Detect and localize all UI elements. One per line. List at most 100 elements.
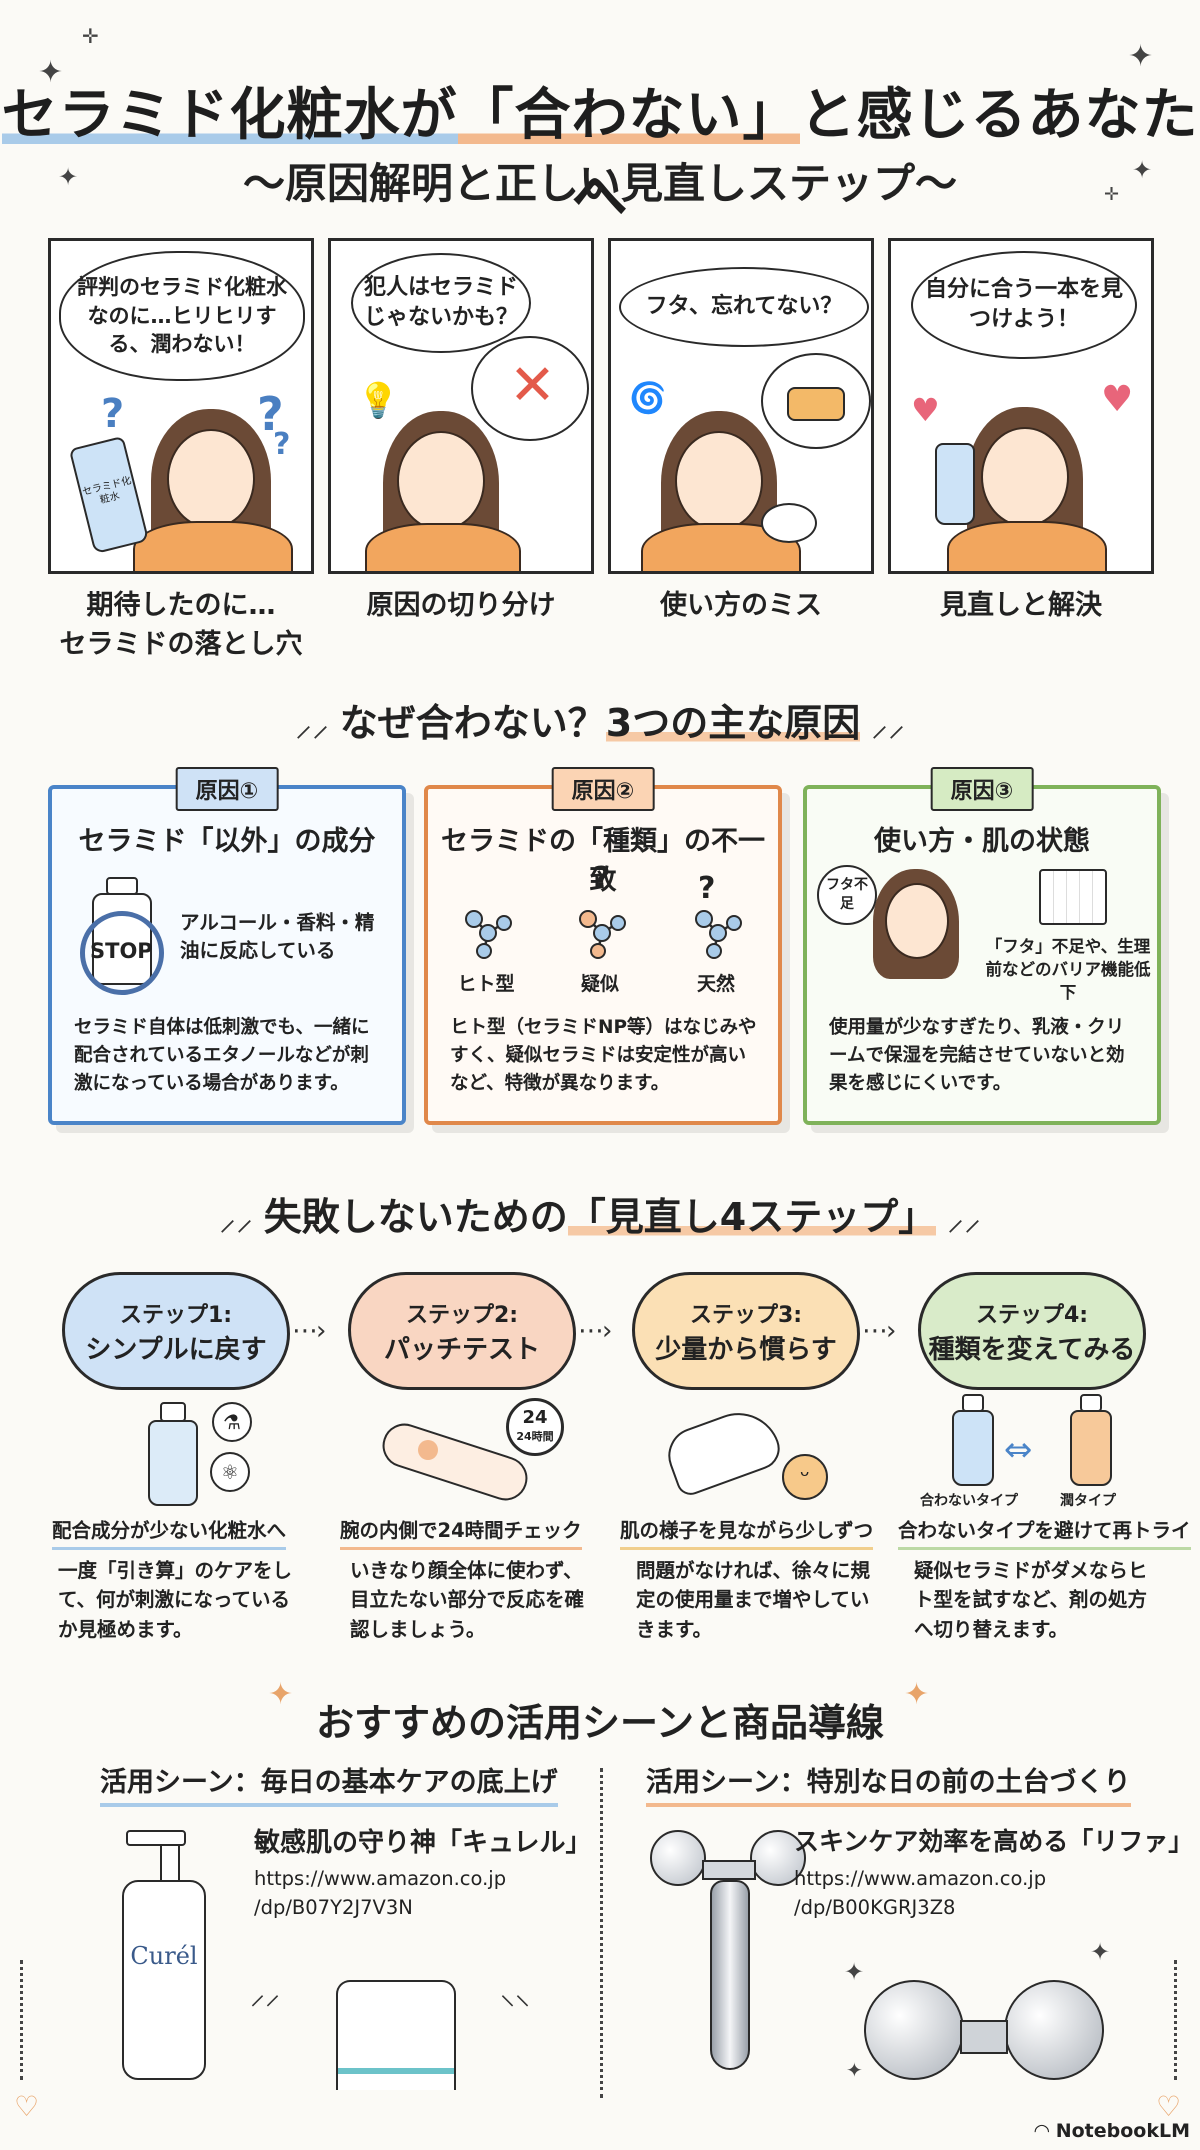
product-url-line[interactable]: https://www.amazon.co.jp (254, 1867, 507, 1890)
girl-body (947, 521, 1107, 571)
page-subtitle: 〜原因解明と正しい見直しステップ〜 (242, 159, 957, 208)
radiating-lines-icon: ⸝⸝ (250, 1977, 280, 2012)
sparkle-icon: ✛ (1104, 184, 1120, 205)
sparkle-icon: ✦ (904, 1677, 930, 1712)
step-cloud-2: ステップ2: パッチテスト (348, 1272, 576, 1390)
molecule-icon (579, 910, 626, 959)
steps-heading-highlight: 「見直し4ステップ」 (567, 1195, 937, 1239)
speech-bubble: 評判のセラミド化粧水なのに…ヒリヒリする、潤わない！ (59, 251, 305, 381)
radiating-lines-icon: ⸜⸜ (500, 1977, 530, 2012)
panel-caption-3: 使い方のミス (608, 586, 874, 625)
clock-24h-icon: 24 24時間 (506, 1398, 564, 1456)
molecule-icon (695, 910, 742, 959)
patch-spot (418, 1440, 438, 1460)
steps-heading-prefix: 失敗しないための (263, 1195, 568, 1239)
sparkle-icon: ✦ (846, 2058, 863, 2082)
cause-card-3: 原因③ 使い方・肌の状態 フタ不足 「フタ」不足や、生理前などのバリア機能低下 … (803, 767, 1161, 1125)
step-label: ステップ3: (689, 1302, 803, 1328)
ceramide-type-label: ヒト型 (457, 973, 515, 995)
dotted-arrow-icon: ⋯› (862, 1316, 896, 1346)
step-heading: 肌の様子を見ながら少しずつ (620, 1514, 874, 1550)
sparkle-icon: ✦ (38, 55, 64, 90)
small-speech-bubble: フタ不足 (817, 865, 877, 925)
double-arrow-icon: ⇔ (1004, 1430, 1033, 1470)
speech-bubble: 犯人はセラミドじゃないかも？ (351, 253, 531, 353)
brand-text: NotebookLM (1055, 2120, 1190, 2142)
step-name: シンプルに戻す (85, 1334, 267, 1365)
bottle-type-label: 合わないタイプ (920, 1493, 1018, 1509)
ingredient-circle-icon: ⚗ (212, 1402, 252, 1442)
step-heading: 配合成分が少ない化粧水へ (52, 1514, 287, 1550)
sparkle-icon: ✦ (844, 1958, 865, 1986)
step-cloud-4: ステップ4: 種類を変えてみる (918, 1272, 1146, 1390)
comic-panel-3: フタ、忘れてない？ 🌀 (608, 238, 874, 574)
step-name: 少量から慣らす (655, 1334, 837, 1365)
sparkle-icon: ✦ (268, 1677, 294, 1712)
question-mark-icon: ? (273, 427, 291, 462)
lotion-bottle-icon (935, 443, 975, 525)
heart-icon: ♥ (1101, 379, 1134, 420)
girl-body (133, 521, 293, 571)
comic-panel-2: 犯人はセラミドじゃないかも？ 💡 ✕ (328, 238, 594, 574)
refa-roller-icon (650, 1830, 810, 2100)
dotted-arrow-icon: ⋯› (292, 1316, 326, 1346)
caption-line: 使い方のミス (660, 590, 822, 621)
pump-bottle-closeup-icon (336, 1980, 456, 2090)
girl-body (365, 523, 521, 571)
comic-panel-1: 評判のセラミド化粧水なのに…ヒリヒリする、潤わない！ ? ? ? セラミド化粧水 (48, 238, 314, 574)
product-name: スキンケア効率を高める「リファ」 (794, 1827, 1194, 1856)
question-mark-icon: ? (257, 387, 284, 441)
step-label: ステップ2: (405, 1302, 519, 1328)
cause-title: セラミドの「種類」の不一致 (441, 826, 765, 896)
step-name: パッチテスト (383, 1334, 540, 1365)
scene-heading: 活用シーン：毎日の基本ケアの底上げ (100, 1760, 558, 1807)
sparkle-icon: ✛ (82, 24, 99, 48)
product-url[interactable]: https://www.amazon.co.jp /dp/B07Y2J7V3N (254, 1864, 506, 1923)
dotted-arrow-icon: ⋯› (578, 1316, 612, 1346)
lightbulb-icon: 💡 (357, 381, 400, 421)
causes-heading: ⸝⸝ なぜ合わない？3つの主な原因 ⸝⸝ (0, 692, 1200, 747)
hand-with-drop-icon (660, 1401, 786, 1499)
stop-label: STOP (90, 939, 153, 963)
heart-icon: ♡ (14, 2090, 40, 2123)
product-url-line[interactable]: /dp/B07Y2J7V3N (254, 1896, 413, 1920)
step-heading: 腕の内側で24時間チェック (340, 1514, 582, 1550)
ceramide-type-label: 疑似 (580, 973, 619, 995)
sparkle-icon: ✦ (1128, 39, 1154, 74)
cream-jar-icon (761, 503, 817, 543)
panel-caption-4: 見直しと解決 (888, 586, 1154, 625)
cause-tag: 原因② (551, 767, 655, 811)
panel-caption-2: 原因の切り分け (328, 586, 594, 625)
page-title: セラミド化粧水が「合わない」と感じるあなたへ (0, 70, 1200, 232)
product-url[interactable]: https://www.amazon.co.jp /dp/B00KGRJ3Z8 (794, 1864, 1046, 1923)
cause-title: 使い方・肌の状態 (874, 826, 1090, 857)
speech-bubble: フタ、忘れてない？ (619, 267, 869, 347)
molecule-icon (465, 910, 512, 959)
sparkle-icon: ✦ (1090, 1938, 1111, 1966)
refa-roller-closeup-icon (864, 1960, 1104, 2100)
cause-title: セラミド「以外」の成分 (78, 826, 376, 857)
cause-body: セラミド自体は低刺激でも、一緒に配合されているエタノールなどが刺激になっている場… (74, 1017, 370, 1094)
step-body: 一度「引き算」のケアをして、何が刺激になっているか見極めます。 (58, 1559, 293, 1641)
caption-line: 原因の切り分け (366, 590, 556, 621)
swirl-icon: 🌀 (629, 381, 667, 416)
product-url-line[interactable]: https://www.amazon.co.jp (794, 1867, 1047, 1890)
step-cloud-3: ステップ3: 少量から慣らす (632, 1272, 860, 1390)
scenes-heading: おすすめの活用シーンと商品導線 (315, 1701, 885, 1745)
steps-heading: ⸝⸝ 失敗しないための「見直し4ステップ」 ⸝⸝ (0, 1186, 1200, 1241)
product-url-line[interactable]: /dp/B00KGRJ3Z8 (794, 1896, 956, 1920)
title-part-3: と感じるあなたへ (571, 83, 1199, 229)
brand-watermark: ◠ NotebookLM (1034, 2120, 1190, 2142)
girl-body (641, 523, 801, 571)
step-label: ステップ1: (119, 1302, 233, 1328)
step-label: ステップ4: (975, 1302, 1089, 1328)
causes-heading-prefix: なぜ合わない？ (339, 701, 606, 745)
step-body: いきなり顔全体に使わず、目立たない部分で反応を確認しましょう。 (350, 1559, 585, 1641)
thinking-face (397, 431, 485, 531)
worried-face (167, 429, 255, 529)
cause-note: アルコール・香料・精油に反応している (180, 911, 375, 963)
causes-heading-highlight: 3つの主な原因 (605, 701, 861, 745)
caption-line: 見直しと解決 (940, 590, 1102, 621)
step-heading: 合わないタイプを避けて再トライ (898, 1514, 1191, 1550)
step-cloud-1: ステップ1: シンプルに戻す (62, 1272, 290, 1390)
